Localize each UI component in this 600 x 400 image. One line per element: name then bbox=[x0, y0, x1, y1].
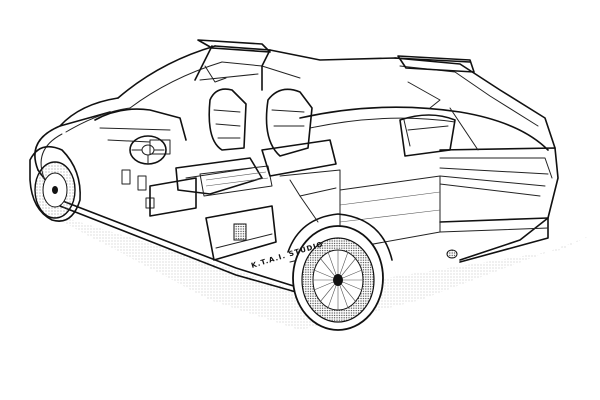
car-body-shell bbox=[34, 45, 559, 293]
center-console bbox=[149, 165, 273, 217]
door-frames bbox=[197, 39, 475, 223]
door-panel bbox=[205, 205, 277, 261]
front-wheel bbox=[29, 145, 81, 222]
rear-seat bbox=[261, 88, 456, 177]
steering-wheel bbox=[129, 135, 167, 165]
tail-light bbox=[446, 249, 458, 259]
rear-wheel bbox=[287, 213, 393, 331]
hatch-strut bbox=[403, 107, 479, 151]
